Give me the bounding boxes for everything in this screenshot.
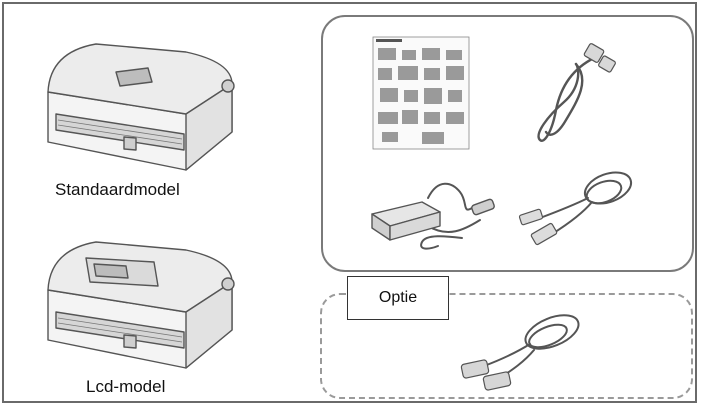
quick-guide-manual-icon xyxy=(372,36,472,157)
model-label-lcd: Lcd-model xyxy=(86,377,166,396)
usb-cable-icon xyxy=(512,162,642,253)
power-cord-icon xyxy=(530,40,620,155)
included-items-box xyxy=(321,15,694,272)
serial-cable-icon xyxy=(448,306,588,403)
option-box xyxy=(320,293,693,399)
page-frame xyxy=(2,2,697,403)
model-label-standard: Standaardmodel xyxy=(55,180,180,199)
power-adapter-icon xyxy=(368,168,500,259)
printer-standard-icon xyxy=(36,22,246,182)
printer-lcd-icon xyxy=(36,220,246,380)
option-label: Optie xyxy=(347,276,449,320)
